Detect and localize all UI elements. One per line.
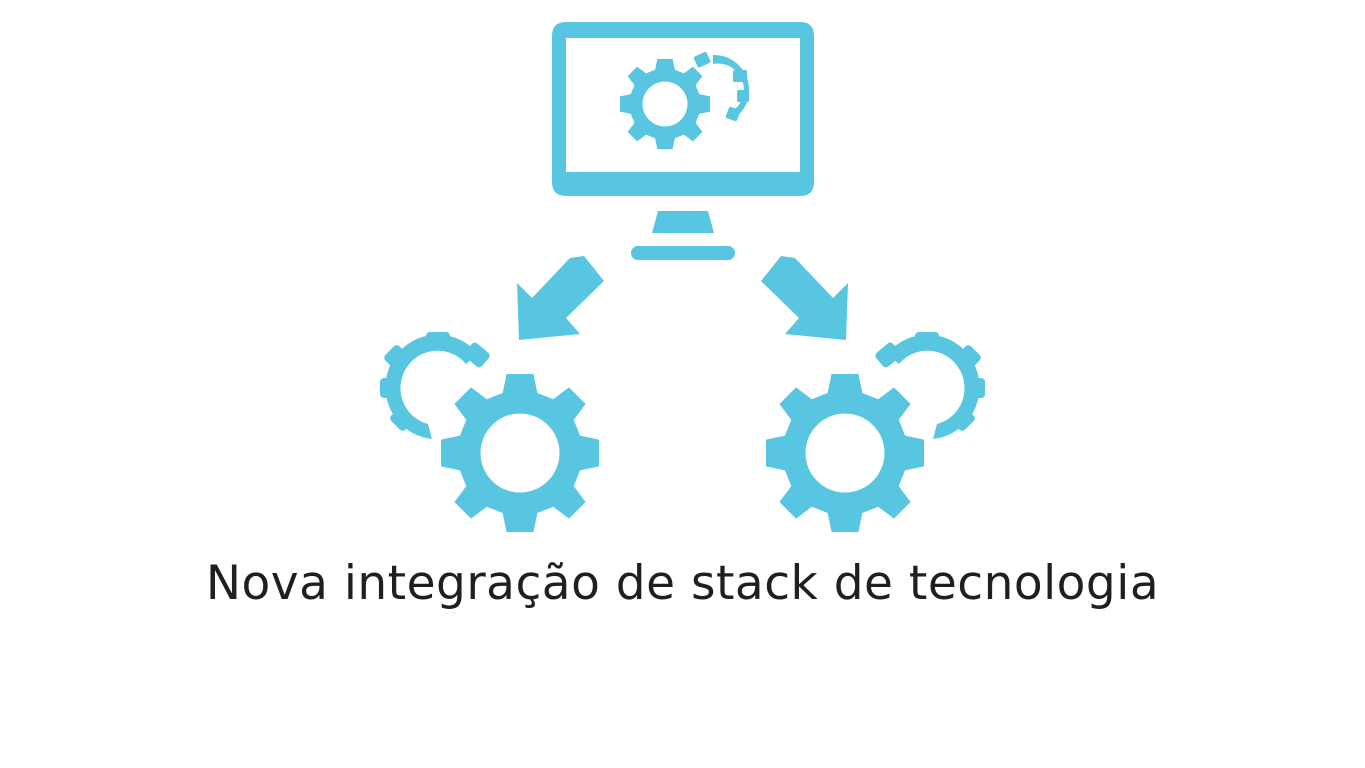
monitor-icon <box>552 22 814 260</box>
gears-icon <box>380 332 599 532</box>
gears-icon <box>766 332 985 532</box>
arrow-down-right-icon <box>761 256 848 340</box>
arrow-down-left-icon <box>517 256 604 340</box>
caption-title: Nova integração de stack de tecnologia <box>205 556 1160 611</box>
gears-icon <box>620 51 750 149</box>
